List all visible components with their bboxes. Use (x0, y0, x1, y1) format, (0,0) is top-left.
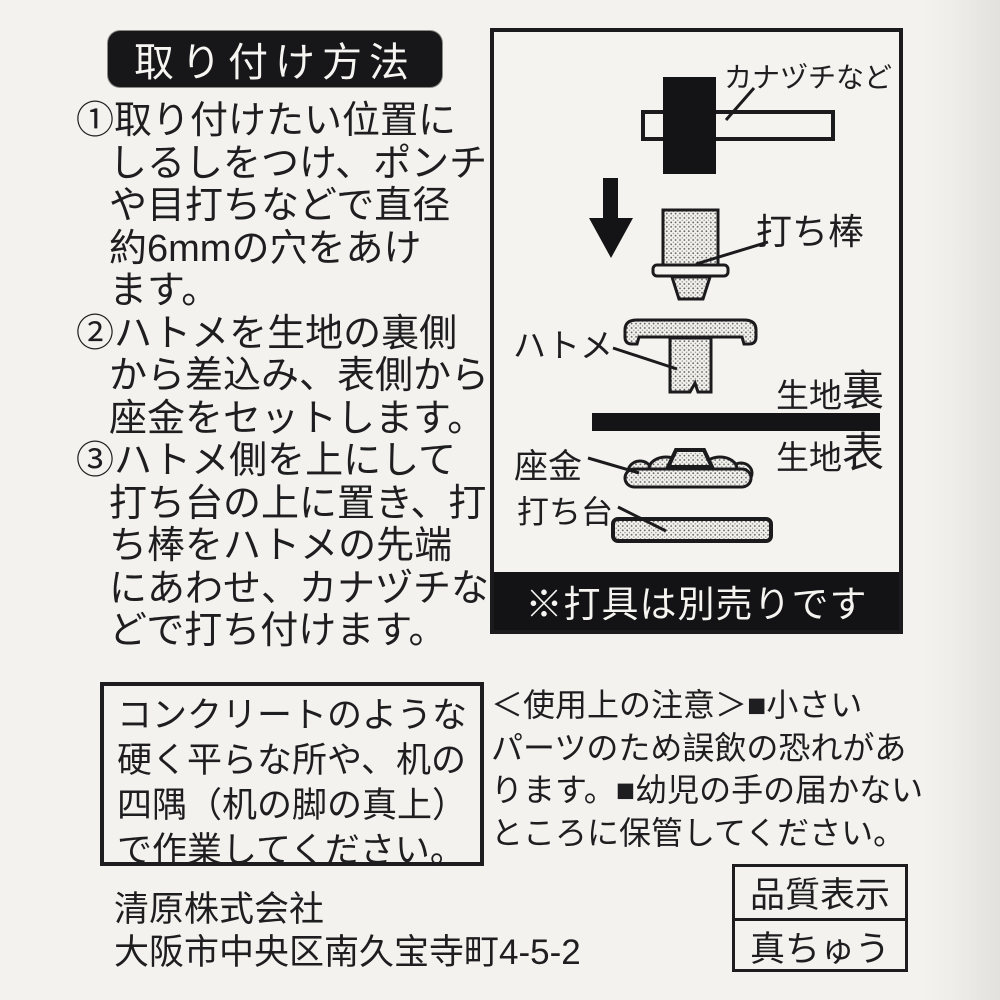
usage-caution: ＜使用上の注意＞■小さい パーツのため誤飲の恐れがあ ります。■幼児の手の届かな… (491, 684, 924, 855)
washer-illustration (623, 448, 754, 489)
instruction-line: ②ハトメを生地の裏側 (76, 312, 458, 355)
instruction-step-2: ②ハトメを生地の裏側 から差込み、表側から 座金をセットします。 (76, 313, 489, 441)
work-surface-note-box: コンクリートのような 硬く平らな所や、机の 四隅（机の脚の真上） で作業してくだ… (100, 682, 484, 870)
company-name: 清原株式会社 (114, 890, 325, 929)
usage-caution-line: ＜使用上の注意＞■小さい (491, 687, 863, 723)
pointer-lines (587, 87, 769, 533)
installation-diagram: カナヅチなど 打ち棒 ハトメ 生地裏 座金 生地表 打ち台 ※打具は別売りです (490, 28, 903, 634)
hammer-illustration (641, 77, 835, 174)
instruction-line: や目打ちなどで直径 (109, 185, 451, 227)
instruction-step-3: ③ハトメ側を上にして 打ち台の上に置き、打 ち棒をハトメの先端 にあわせ、カナヅ… (76, 440, 489, 653)
down-arrow-icon (589, 178, 633, 258)
instruction-line: 打ち台の上に置き、打 (109, 482, 487, 525)
instruction-line: 座金をセットします。 (109, 397, 486, 440)
instruction-line: ち棒をハトメの先端 (109, 525, 453, 567)
usage-caution-line: ります。■幼児の手の届かない (491, 772, 924, 809)
anvil-label: 打ち台 (517, 494, 614, 530)
instruction-line: にあわせ、カナヅチな (109, 567, 490, 610)
instruction-line: ③ハトメ側を上にして (76, 440, 457, 482)
parts-sold-separately-note: ※打具は別売りです (494, 572, 899, 630)
fabric-illustration (592, 413, 880, 431)
quality-value: 真ちゅう (749, 930, 890, 969)
company-address: 大阪市中央区南久宝寺町4-5-2 (114, 933, 581, 972)
punch-rod-illustration (651, 208, 730, 301)
diagram-illustration (587, 77, 880, 543)
hammer-label: カナヅチなど (724, 62, 893, 93)
washer-label: 座金 (514, 448, 582, 486)
instruction-line: から差込み、表側から (109, 355, 490, 397)
instruction-line: しるしをつけ、ポンチ (109, 142, 488, 185)
eyelet-illustration (623, 318, 758, 394)
instructions-list: ①取り付けたい位置に しるしをつけ、ポンチ や目打ちなどで直径 約6mmの穴をあ… (76, 100, 489, 653)
anvil-illustration (611, 517, 773, 543)
quality-header: 品質表示 (735, 867, 905, 921)
instruction-line: ます。 (109, 270, 220, 312)
eyelet-label: ハトメ (513, 327, 613, 364)
surface-note-line: 四隅（机の脚の真上） (117, 786, 468, 825)
instruction-step-1: ①取り付けたい位置に しるしをつけ、ポンチ や目打ちなどで直径 約6mmの穴をあ… (76, 100, 489, 313)
fabric-back-label: 生地裏 (776, 367, 885, 414)
instruction-line: ①取り付けたい位置に (76, 100, 457, 142)
company-info: 清原株式会社 大阪市中央区南久宝寺町4-5-2 (114, 888, 581, 974)
surface-note-line: 硬く平らな所や、机の (117, 741, 466, 780)
section-title: 取り付け方法 (108, 31, 442, 87)
surface-note-line: コンクリートのような (117, 696, 468, 735)
instruction-line: どで打ち付けます。 (109, 610, 447, 652)
usage-caution-line: パーツのため誤飲の恐れがあ (491, 729, 907, 766)
fabric-front-label: 生地表 (776, 429, 885, 476)
quality-box: 品質表示 真ちゅう (732, 864, 908, 972)
surface-note-line: で作業してください。 (117, 831, 465, 870)
usage-caution-line: ところに保管してください。 (491, 815, 906, 852)
punch-label: 打ち棒 (756, 211, 865, 252)
scan-edge-shading (922, 0, 1000, 1000)
instruction-line: 約6mmの穴をあけ (109, 227, 422, 270)
